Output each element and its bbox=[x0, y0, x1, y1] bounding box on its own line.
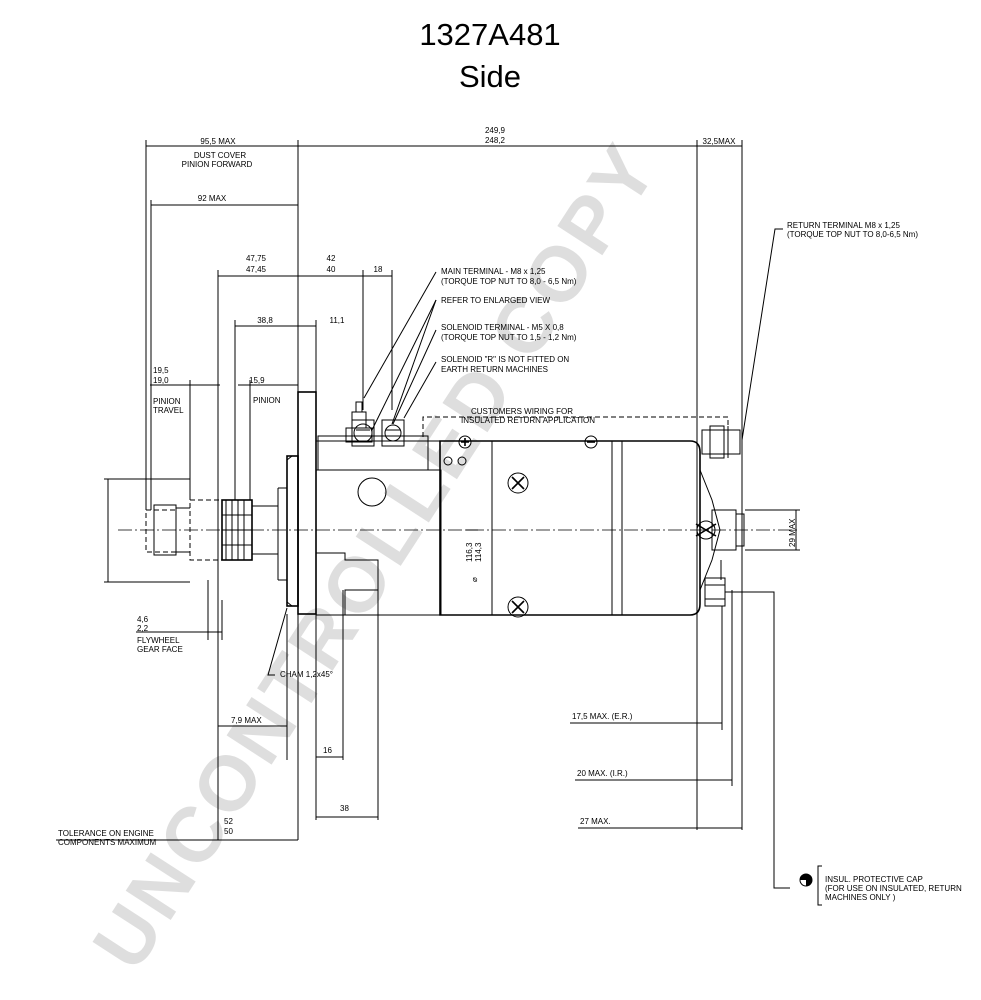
svg-text:TRAVEL: TRAVEL bbox=[153, 406, 184, 415]
svg-text:COMPONENTS MAXIMUM: COMPONENTS MAXIMUM bbox=[58, 838, 157, 847]
uncontrolled-copy-watermark: UNCONTROLLED COPY bbox=[75, 127, 674, 984]
diameter-symbol: ⌀ bbox=[470, 577, 479, 582]
callout-labels: MAIN TERMINAL - M8 x 1,25 (TORQUE TOP NU… bbox=[441, 221, 918, 374]
svg-text:42: 42 bbox=[327, 254, 336, 263]
customer-wiring bbox=[422, 416, 729, 437]
svg-text:RETURN TERMINAL M8 x 1,25: RETURN TERMINAL M8 x 1,25 bbox=[787, 221, 900, 230]
protective-cap-symbol bbox=[799, 865, 822, 906]
bottom-right-labels: 17,5 MAX. (E.R.) 20 MAX. (I.R.) 27 MAX. bbox=[572, 712, 633, 826]
svg-text:95,5 MAX: 95,5 MAX bbox=[200, 137, 236, 146]
shaft-diameter-dim bbox=[745, 509, 800, 551]
svg-text:DUST COVER: DUST COVER bbox=[194, 151, 247, 160]
customers-wiring-label-1: CUSTOMERS WIRING FOR bbox=[471, 407, 573, 416]
diameter-label-min: 114,3 bbox=[474, 542, 483, 562]
svg-text:EARTH RETURN MACHINES: EARTH RETURN MACHINES bbox=[441, 365, 548, 374]
svg-text:(TORQUE TOP NUT TO 1,5 - 1,2 N: (TORQUE TOP NUT TO 1,5 - 1,2 Nm) bbox=[441, 333, 577, 342]
svg-text:249,9: 249,9 bbox=[485, 126, 506, 135]
motor-body bbox=[439, 435, 701, 618]
svg-text:52: 52 bbox=[224, 817, 233, 826]
svg-text:4,6: 4,6 bbox=[137, 615, 149, 624]
svg-text:PINION FORWARD: PINION FORWARD bbox=[182, 160, 253, 169]
svg-text:20 MAX. (I.R.): 20 MAX. (I.R.) bbox=[577, 769, 628, 778]
svg-text:INSUL. PROTECTIVE CAP: INSUL. PROTECTIVE CAP bbox=[825, 875, 923, 884]
customers-wiring-label-2: INSULATED RETURN APPLICATION bbox=[461, 416, 595, 425]
svg-text:17,5 MAX. (E.R.): 17,5 MAX. (E.R.) bbox=[572, 712, 633, 721]
svg-text:18: 18 bbox=[374, 265, 383, 274]
svg-text:92 MAX: 92 MAX bbox=[198, 194, 227, 203]
svg-text:PINION: PINION bbox=[153, 397, 181, 406]
bottom-left-labels: 4,6 2,2 FLYWHEEL GEAR FACE CHAM 1,2x45° … bbox=[58, 615, 349, 847]
part-number-title: 1327A481 bbox=[419, 17, 560, 52]
svg-text:47,75: 47,75 bbox=[246, 254, 267, 263]
svg-text:19,5: 19,5 bbox=[153, 366, 169, 375]
svg-text:TOLERANCE ON ENGINE: TOLERANCE ON ENGINE bbox=[58, 829, 154, 838]
svg-text:47,45: 47,45 bbox=[246, 265, 267, 274]
svg-text:38: 38 bbox=[340, 804, 349, 813]
svg-text:SOLENOID TERMINAL - M5 X 0,8: SOLENOID TERMINAL - M5 X 0,8 bbox=[441, 323, 564, 332]
svg-text:19,0: 19,0 bbox=[153, 376, 169, 385]
bottom-left-dimensions bbox=[56, 580, 378, 841]
svg-text:16: 16 bbox=[323, 746, 332, 755]
svg-text:40: 40 bbox=[327, 265, 336, 274]
svg-text:32,5MAX: 32,5MAX bbox=[703, 137, 737, 146]
commutator-end bbox=[695, 425, 745, 607]
callout-leaders bbox=[363, 228, 783, 441]
svg-text:11,1: 11,1 bbox=[330, 316, 346, 325]
svg-text:FLYWHEEL: FLYWHEEL bbox=[137, 636, 180, 645]
svg-text:(TORQUE TOP NUT TO 8,0 - 6,5 N: (TORQUE TOP NUT TO 8,0 - 6,5 Nm) bbox=[441, 277, 577, 286]
svg-text:248,2: 248,2 bbox=[485, 136, 506, 145]
solenoid-terminals bbox=[317, 401, 429, 471]
svg-text:15,9: 15,9 bbox=[249, 376, 265, 385]
svg-text:50: 50 bbox=[224, 827, 233, 836]
svg-text:PINION: PINION bbox=[253, 396, 281, 405]
svg-text:REFER TO ENLARGED VIEW: REFER TO ENLARGED VIEW bbox=[441, 296, 551, 305]
diameter-label-max: 116,3 bbox=[465, 542, 474, 562]
svg-text:CHAM 1,2x45°: CHAM 1,2x45° bbox=[280, 670, 333, 679]
svg-text:MAIN TERMINAL - M8 x 1,25: MAIN TERMINAL - M8 x 1,25 bbox=[441, 267, 546, 276]
svg-text:SOLENOID "R" IS NOT FITTED ON: SOLENOID "R" IS NOT FITTED ON bbox=[441, 355, 569, 364]
svg-text:7,9 MAX: 7,9 MAX bbox=[231, 716, 262, 725]
svg-text:2,2: 2,2 bbox=[137, 624, 149, 633]
svg-text:(FOR USE ON INSULATED, RETURN: (FOR USE ON INSULATED, RETURN bbox=[825, 884, 962, 893]
pinion-assembly bbox=[104, 455, 299, 607]
svg-text:38,8: 38,8 bbox=[257, 316, 273, 325]
protective-cap-labels: INSUL. PROTECTIVE CAP (FOR USE ON INSULA… bbox=[825, 875, 962, 902]
svg-text:GEAR FACE: GEAR FACE bbox=[137, 645, 183, 654]
svg-text:27 MAX.: 27 MAX. bbox=[580, 817, 611, 826]
view-title: Side bbox=[459, 59, 521, 94]
svg-text:MACHINES ONLY ): MACHINES ONLY ) bbox=[825, 893, 896, 902]
svg-text:(TORQUE TOP NUT TO 8,0-6,5 Nm): (TORQUE TOP NUT TO 8,0-6,5 Nm) bbox=[787, 230, 918, 239]
bottom-right-dimensions bbox=[570, 590, 790, 889]
shaft-diameter-label: 29 MAX bbox=[788, 518, 797, 547]
top-dimension-labels: 95,5 MAX DUST COVER PINION FORWARD 249,9… bbox=[153, 126, 736, 415]
